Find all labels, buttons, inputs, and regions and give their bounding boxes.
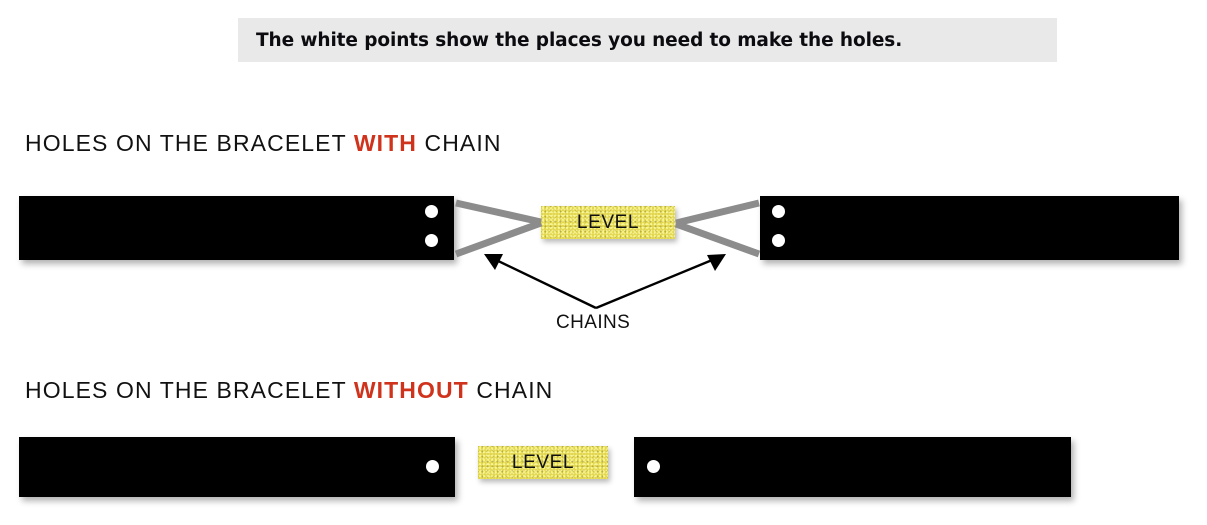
- annotation-arrow-left-icon: [491, 256, 597, 310]
- bracelet-strip-with-chain-left: [19, 196, 454, 260]
- heading-prefix-with: HOLES ON THE BRACELET: [25, 130, 354, 156]
- chain-right-icon: [674, 199, 761, 258]
- section-heading-with-chain: HOLES ON THE BRACELET WITH CHAIN: [25, 130, 502, 157]
- level-label-text: LEVEL: [511, 451, 575, 473]
- hole-marker: [772, 205, 785, 218]
- level-label-with-chain: LEVEL: [541, 206, 675, 239]
- chain-left-icon: [454, 199, 543, 258]
- heading-highlight-without: WITHOUT: [353, 377, 469, 403]
- section-heading-without-chain: HOLES ON THE BRACELET WITHOUT CHAIN: [25, 377, 553, 404]
- hole-marker: [772, 234, 785, 247]
- level-label-text: LEVEL: [576, 211, 640, 233]
- heading-suffix-without: CHAIN: [468, 377, 554, 403]
- instruction-banner-text: The white points show the places you nee…: [256, 29, 903, 51]
- heading-suffix-with: CHAIN: [417, 130, 502, 156]
- heading-highlight-with: WITH: [353, 130, 417, 156]
- chains-caption: CHAINS: [556, 312, 631, 333]
- instruction-banner: The white points show the places you nee…: [238, 18, 1057, 62]
- hole-marker: [425, 234, 438, 247]
- bracelet-strip-without-chain-right: [634, 437, 1071, 497]
- bracelet-strip-without-chain-left: [19, 437, 455, 497]
- annotation-arrowhead-right-icon: [707, 254, 726, 271]
- hole-marker: [426, 460, 439, 473]
- level-label-without-chain: LEVEL: [478, 446, 608, 479]
- hole-marker: [425, 205, 438, 218]
- bracelet-strip-with-chain-right: [760, 196, 1179, 260]
- hole-marker: [647, 460, 660, 473]
- heading-prefix-without: HOLES ON THE BRACELET: [25, 377, 354, 403]
- annotation-arrowhead-left-icon: [484, 254, 503, 270]
- annotation-arrow-right-icon: [595, 256, 718, 310]
